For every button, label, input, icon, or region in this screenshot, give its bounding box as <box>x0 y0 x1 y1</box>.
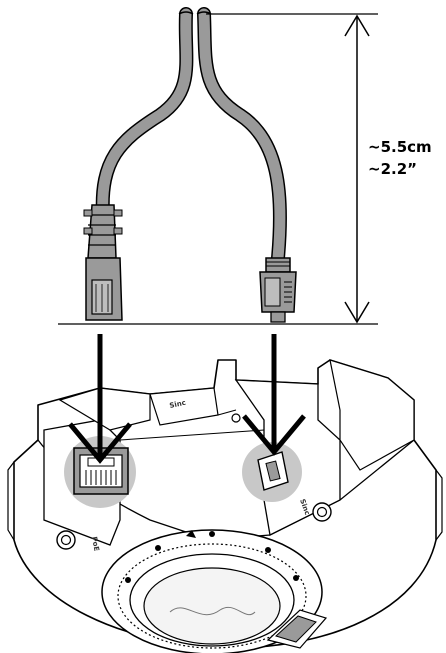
cable-assembly <box>83 7 297 323</box>
screw-hole-icon <box>56 530 76 550</box>
screw-hole-icon <box>231 413 241 423</box>
dimension-imperial-label: ~2.2” <box>368 160 417 178</box>
camera-housing: PoE Sinc Sinc <box>7 359 443 653</box>
rj45-plug-icon <box>83 204 123 321</box>
down-arrow-icon <box>242 334 306 456</box>
housing-marking-label: Sinc <box>169 399 187 410</box>
micro-plug-icon <box>259 257 297 323</box>
dimension-arrowhead-top <box>344 14 370 37</box>
down-arrow-icon <box>68 334 132 464</box>
dimension-metric-label: ~5.5cm <box>368 138 432 156</box>
cable-left <box>95 7 194 222</box>
cable-right <box>197 7 287 265</box>
dimension-marker: ~5.5cm ~2.2” <box>58 13 432 325</box>
dimension-arrowhead-bottom <box>344 301 370 324</box>
screw-hole-icon <box>312 502 332 522</box>
poe-port-label: PoE <box>90 536 100 552</box>
lens-dome <box>101 529 323 653</box>
small-connector-port <box>242 442 302 502</box>
